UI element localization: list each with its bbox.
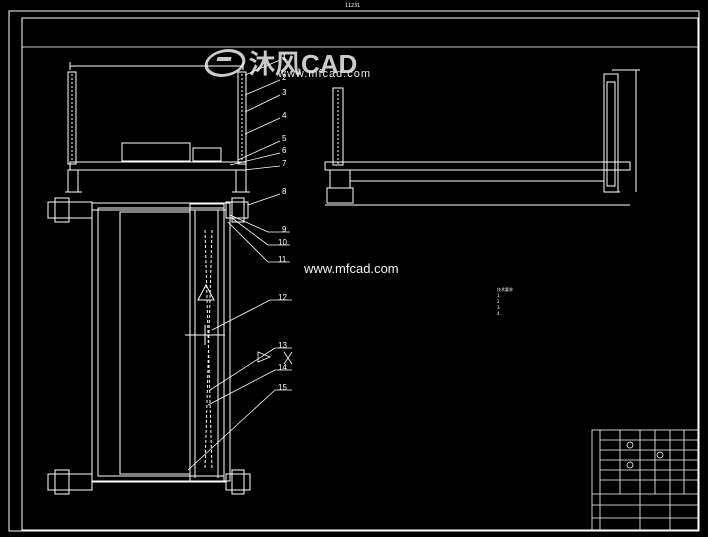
callout-14: 14 (278, 363, 287, 372)
technical-notes: 技术要求 1. 2. 3. 4. (497, 287, 513, 317)
mfcad-logo-icon (201, 48, 249, 77)
callout-6: 6 (282, 146, 287, 155)
top-dimension-label: 11231 (345, 3, 361, 9)
callout-leaders (187, 59, 293, 471)
plan-view-frame (91, 202, 231, 483)
callout-10: 10 (278, 238, 287, 247)
motor-assemblies (47, 197, 251, 495)
title-block (591, 429, 699, 531)
notes-title: 技术要求 (497, 287, 513, 292)
elevation-view (65, 62, 250, 193)
callout-11: 11 (278, 255, 287, 264)
callout-3: 3 (282, 88, 287, 97)
callout-7: 7 (282, 159, 287, 168)
callout-2: 2 (282, 73, 287, 82)
outer-border (8, 10, 700, 532)
site-url-text: www.mfcad.com (304, 261, 399, 276)
callout-12: 12 (278, 293, 287, 302)
callout-13: 13 (278, 341, 287, 350)
callout-5: 5 (282, 134, 287, 143)
side-elevation (324, 69, 640, 206)
callout-15: 15 (278, 383, 287, 392)
callout-8: 8 (282, 187, 287, 196)
callout-1: 1 (282, 53, 287, 62)
inner-border (21, 17, 699, 531)
note-1: 1. (497, 293, 501, 298)
callout-9: 9 (282, 225, 287, 234)
watermark-url: www.mfcad.com (278, 68, 372, 80)
watermark-logo: 沐风CAD (201, 44, 358, 81)
watermark-brand: 沐风CAD (249, 49, 358, 79)
note-4: 4. (497, 311, 501, 316)
callout-4: 4 (282, 111, 287, 120)
note-2: 2. (497, 299, 501, 304)
note-3: 3. (497, 305, 501, 310)
